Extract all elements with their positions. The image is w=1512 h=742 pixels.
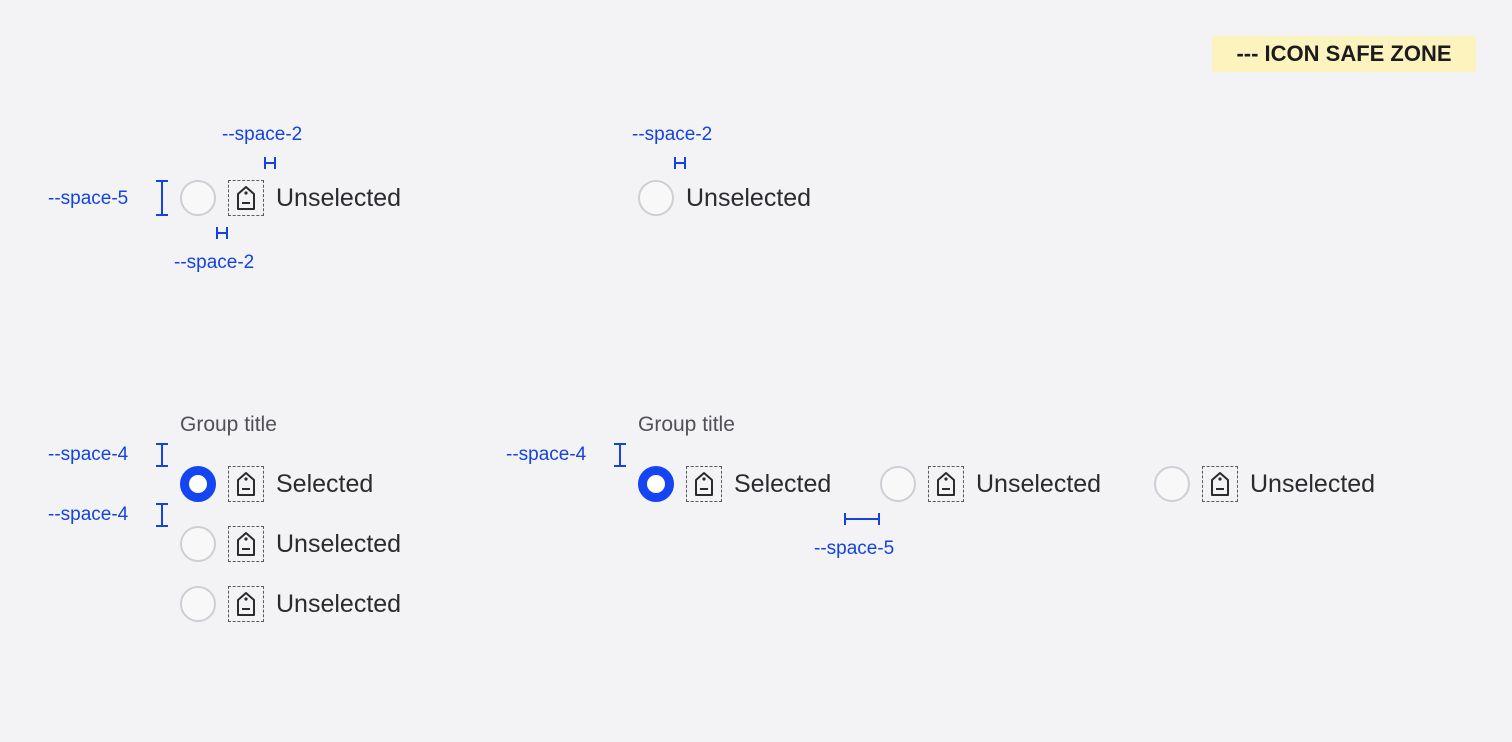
annotation-space-4: --space-4: [506, 444, 587, 465]
radio-button-selected[interactable]: [180, 466, 216, 502]
icon-safe-zone: [228, 466, 264, 502]
tag-icon: [937, 472, 955, 496]
radio-button[interactable]: [180, 180, 216, 216]
group-title: Group title: [638, 413, 735, 436]
radio-label[interactable]: Unselected: [976, 470, 1102, 498]
spacing-marker-space-2-bottom: [216, 227, 228, 239]
spacing-marker-space-5: [844, 513, 880, 525]
icon-safe-zone: [228, 180, 264, 216]
tag-icon: [237, 186, 255, 210]
icon-safe-zone: [686, 466, 722, 502]
radio-label[interactable]: Unselected: [1250, 470, 1376, 498]
annotation-space-2: --space-2: [632, 124, 713, 145]
spacing-marker-space-2-top: [264, 157, 276, 169]
radio-button[interactable]: [1154, 466, 1190, 502]
icon-safe-zone: [928, 466, 964, 502]
radio-button-selected[interactable]: [638, 466, 674, 502]
radio-label[interactable]: Selected: [276, 470, 374, 498]
spacing-marker-space-4: [156, 443, 168, 467]
icon-safe-zone: [228, 586, 264, 622]
icon-safe-zone: [1202, 466, 1238, 502]
annotation-space-5: --space-5: [48, 188, 129, 209]
icon-safe-zone: [228, 526, 264, 562]
radio-label[interactable]: Unselected: [276, 184, 402, 212]
icon-safe-zone-legend: --- ICON SAFE ZONE: [1212, 36, 1476, 72]
group-title: Group title: [180, 413, 277, 436]
tag-icon: [695, 472, 713, 496]
annotation-space-5: --space-5: [814, 538, 895, 559]
radio-button[interactable]: [880, 466, 916, 502]
spacing-marker-space-2: [674, 157, 686, 169]
annotation-space-4: --space-4: [48, 504, 129, 525]
annotation-space-2-bottom: --space-2: [174, 252, 255, 273]
radio-label[interactable]: Unselected: [686, 184, 812, 212]
radio-button[interactable]: [638, 180, 674, 216]
spacing-marker-space-4: [156, 503, 168, 527]
tag-icon: [1211, 472, 1229, 496]
spacing-marker-space-5: [156, 180, 168, 216]
spacing-marker-space-4: [614, 443, 626, 467]
annotation-space-2-top: --space-2: [222, 124, 303, 145]
annotation-space-4: --space-4: [48, 444, 129, 465]
tag-icon: [237, 472, 255, 496]
tag-icon: [237, 592, 255, 616]
radio-button[interactable]: [180, 586, 216, 622]
radio-label[interactable]: Unselected: [276, 530, 402, 558]
radio-label[interactable]: Selected: [734, 470, 832, 498]
radio-label[interactable]: Unselected: [276, 590, 402, 618]
tag-icon: [237, 532, 255, 556]
radio-button[interactable]: [180, 526, 216, 562]
